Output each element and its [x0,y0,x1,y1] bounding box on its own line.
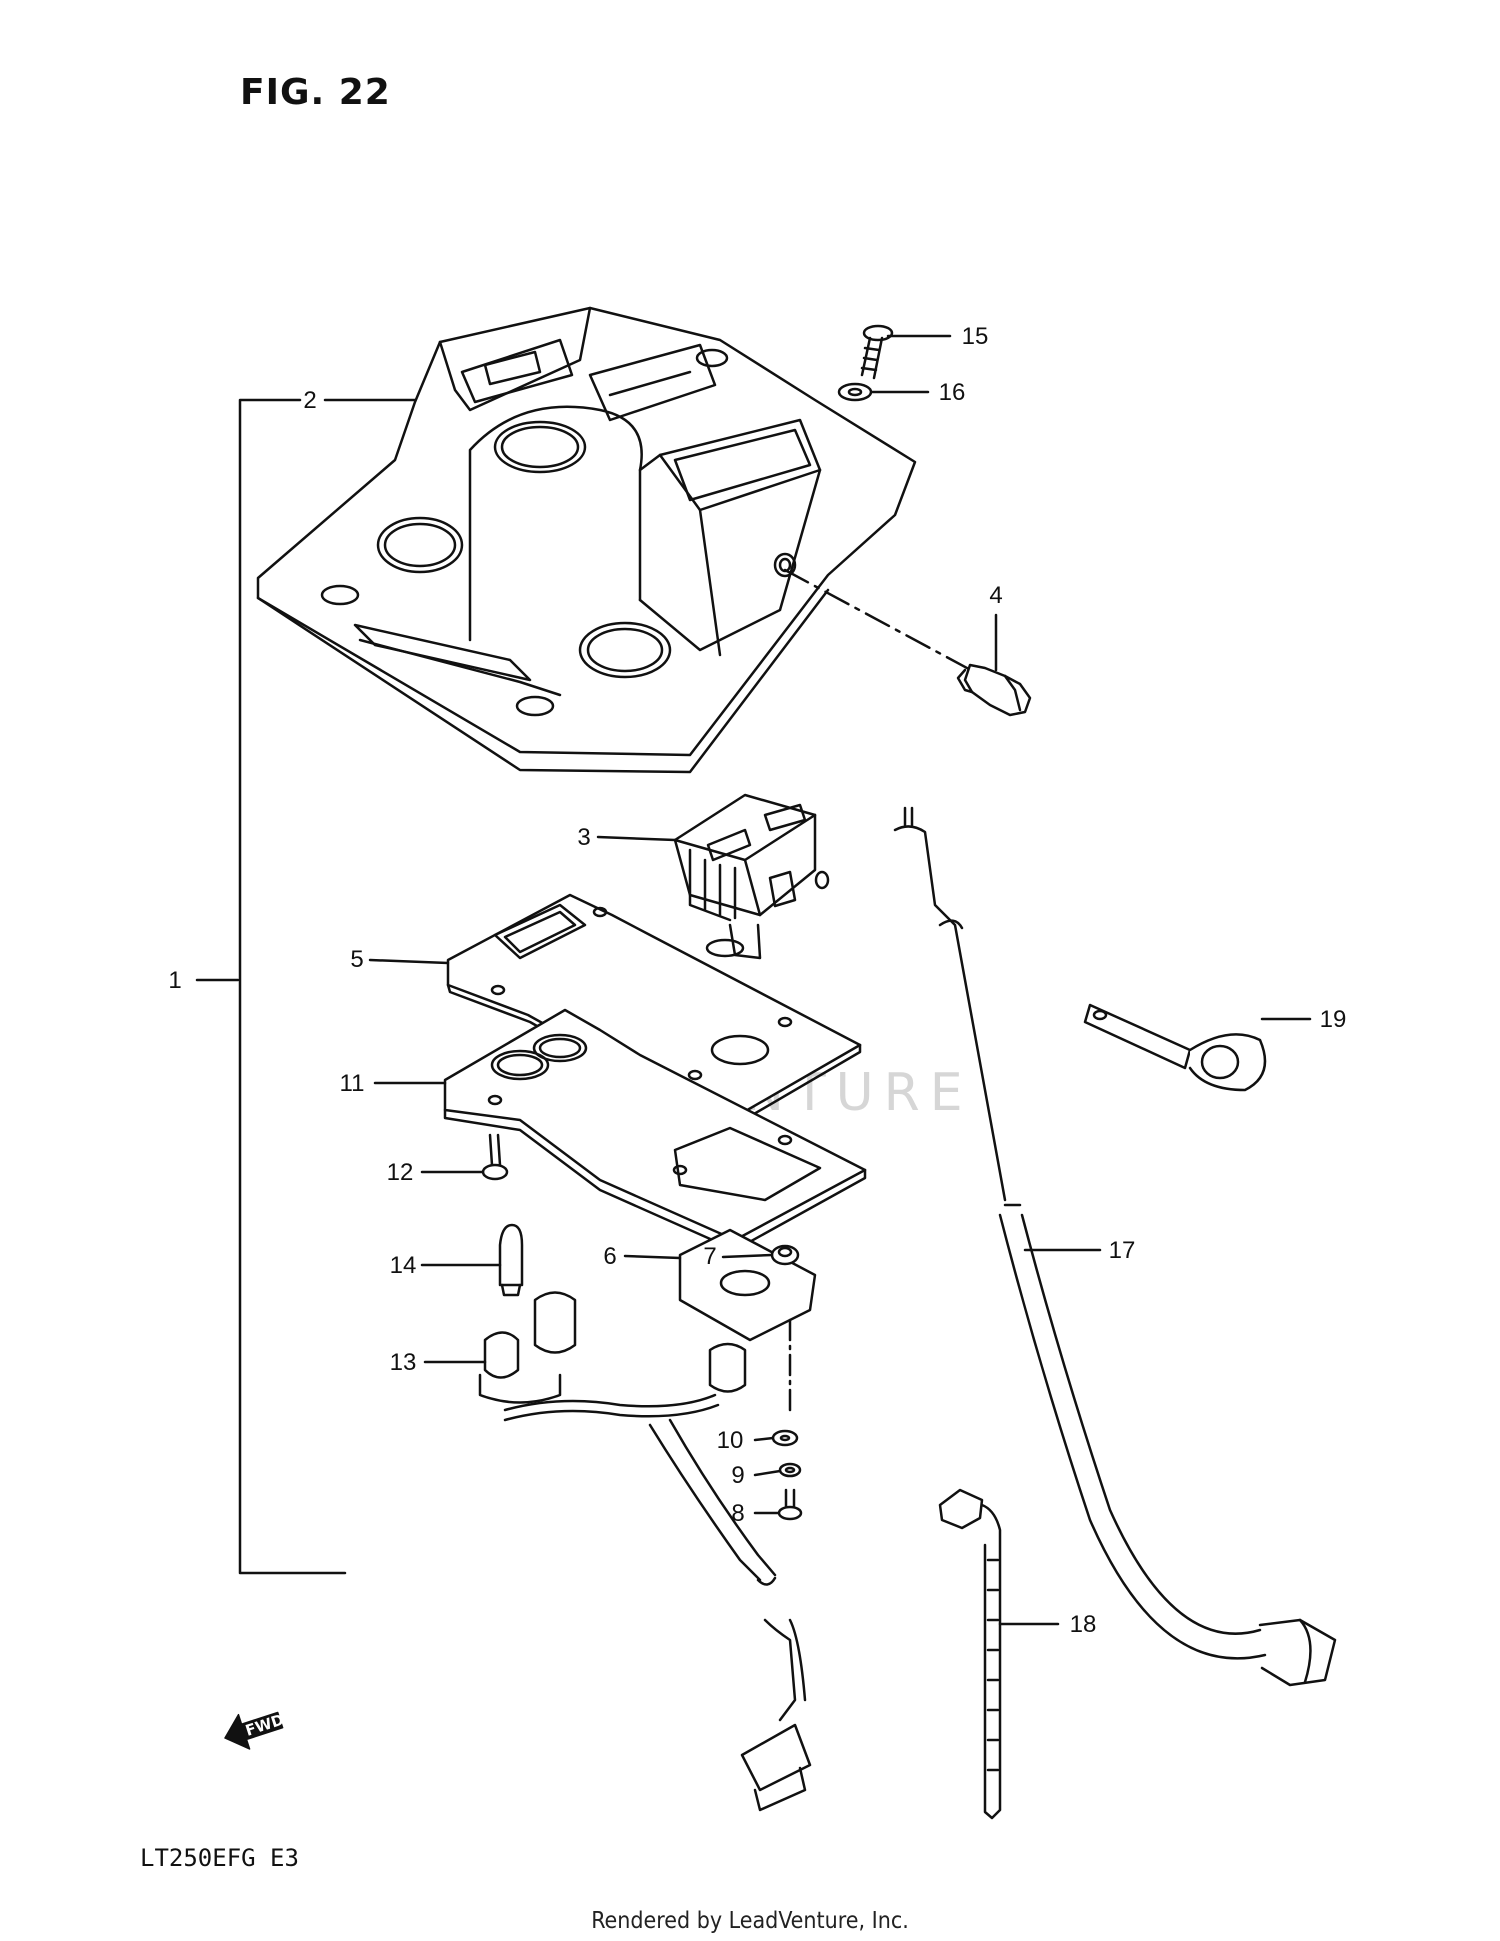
callout-4: 4 [989,582,1002,609]
callout-19: 19 [1320,1006,1347,1033]
screw-12 [481,1133,509,1181]
washer-10 [771,1429,799,1447]
render-credit: Rendered by LeadVenture, Inc. [591,1908,909,1934]
callout-14: 14 [390,1252,417,1279]
callout-6: 6 [603,1243,616,1270]
model-code: LT250EFG E3 [140,1844,299,1872]
bulb [498,1223,524,1297]
leader-line-10 [753,1436,775,1442]
callout-9: 9 [731,1462,744,1489]
reset-knob [783,568,1032,717]
grommet-7 [770,1244,800,1266]
leader-line-7 [721,1253,774,1259]
callout-2: 2 [303,387,316,414]
callout-10: 10 [717,1427,744,1454]
callout-3: 3 [577,824,590,851]
callout-5: 5 [350,946,363,973]
plate-5 [446,893,862,1130]
screw-8 [777,1488,803,1521]
callout-11: 11 [340,1070,365,1097]
socket-harness [478,1291,812,1812]
odometer-unit [673,793,830,960]
leader-line-5 [368,958,450,965]
cable-clamp [1083,1003,1267,1092]
callout-13: 13 [390,1349,417,1376]
callout-17: 17 [1109,1237,1136,1264]
meter-case [256,306,917,774]
leader-line-6 [623,1254,682,1260]
callout-18: 18 [1070,1611,1097,1638]
callout-7: 7 [703,1243,716,1270]
callout-8: 8 [731,1500,744,1527]
figure-title: FIG. 22 [240,72,391,113]
assembly-bracket-line [238,398,347,1575]
washer-16 [837,382,873,402]
leader-line-3 [596,835,677,842]
fwd-label: FWD [243,1711,286,1740]
fwd-arrow-icon: FWD [224,1711,286,1750]
callout-15: 15 [962,323,989,350]
callout-16: 16 [939,379,966,406]
gasket-11 [443,1008,867,1252]
callout-1: 1 [168,967,181,994]
screw-15 [860,324,894,380]
speedometer-cable [893,806,1337,1687]
bracket-6 [678,1228,817,1342]
leader-line-9 [753,1469,782,1477]
callout-12: 12 [387,1159,414,1186]
clamp-band [938,1488,1002,1820]
lock-washer-9 [778,1462,802,1478]
